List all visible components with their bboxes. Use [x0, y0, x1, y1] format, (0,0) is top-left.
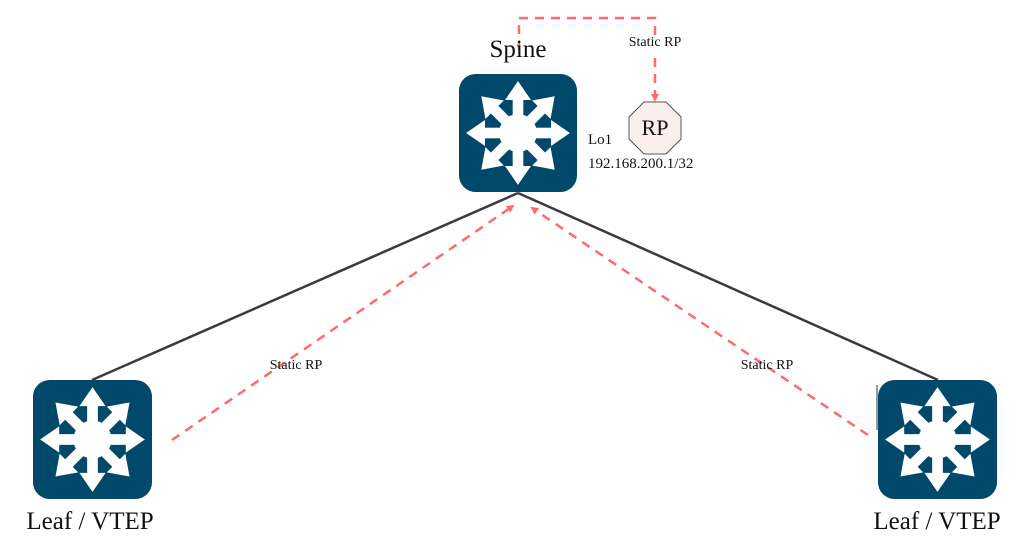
leaf-left-switch-icon[interactable]: [33, 380, 152, 499]
static-rp-arrow-spine-to-rp: [517, 16, 659, 102]
leaf-right-label: Leaf / VTEP: [873, 508, 1001, 535]
leaf-left-label: Leaf / VTEP: [26, 508, 154, 535]
static-rp-arrow-left: [171, 204, 515, 442]
static-rp-arrow-right: [530, 206, 869, 437]
link-spine-leaf-right: [517, 191, 939, 382]
static-rp-label-left: Static RP: [269, 358, 323, 373]
static-rp-label-right: Static RP: [740, 358, 794, 373]
spine-switch-icon[interactable]: [459, 74, 577, 192]
rp-octagon[interactable]: [628, 101, 682, 155]
leaf-right-switch-icon[interactable]: [878, 380, 997, 499]
spine-label: Spine: [489, 36, 547, 63]
spine-ip-label: 192.168.200.1/32: [588, 156, 694, 172]
static-rp-label-top: Static RP: [628, 35, 682, 51]
link-spine-leaf-left: [91, 191, 519, 382]
spine-interface-label: Lo1: [588, 132, 613, 148]
rp-label: RP: [641, 115, 669, 140]
